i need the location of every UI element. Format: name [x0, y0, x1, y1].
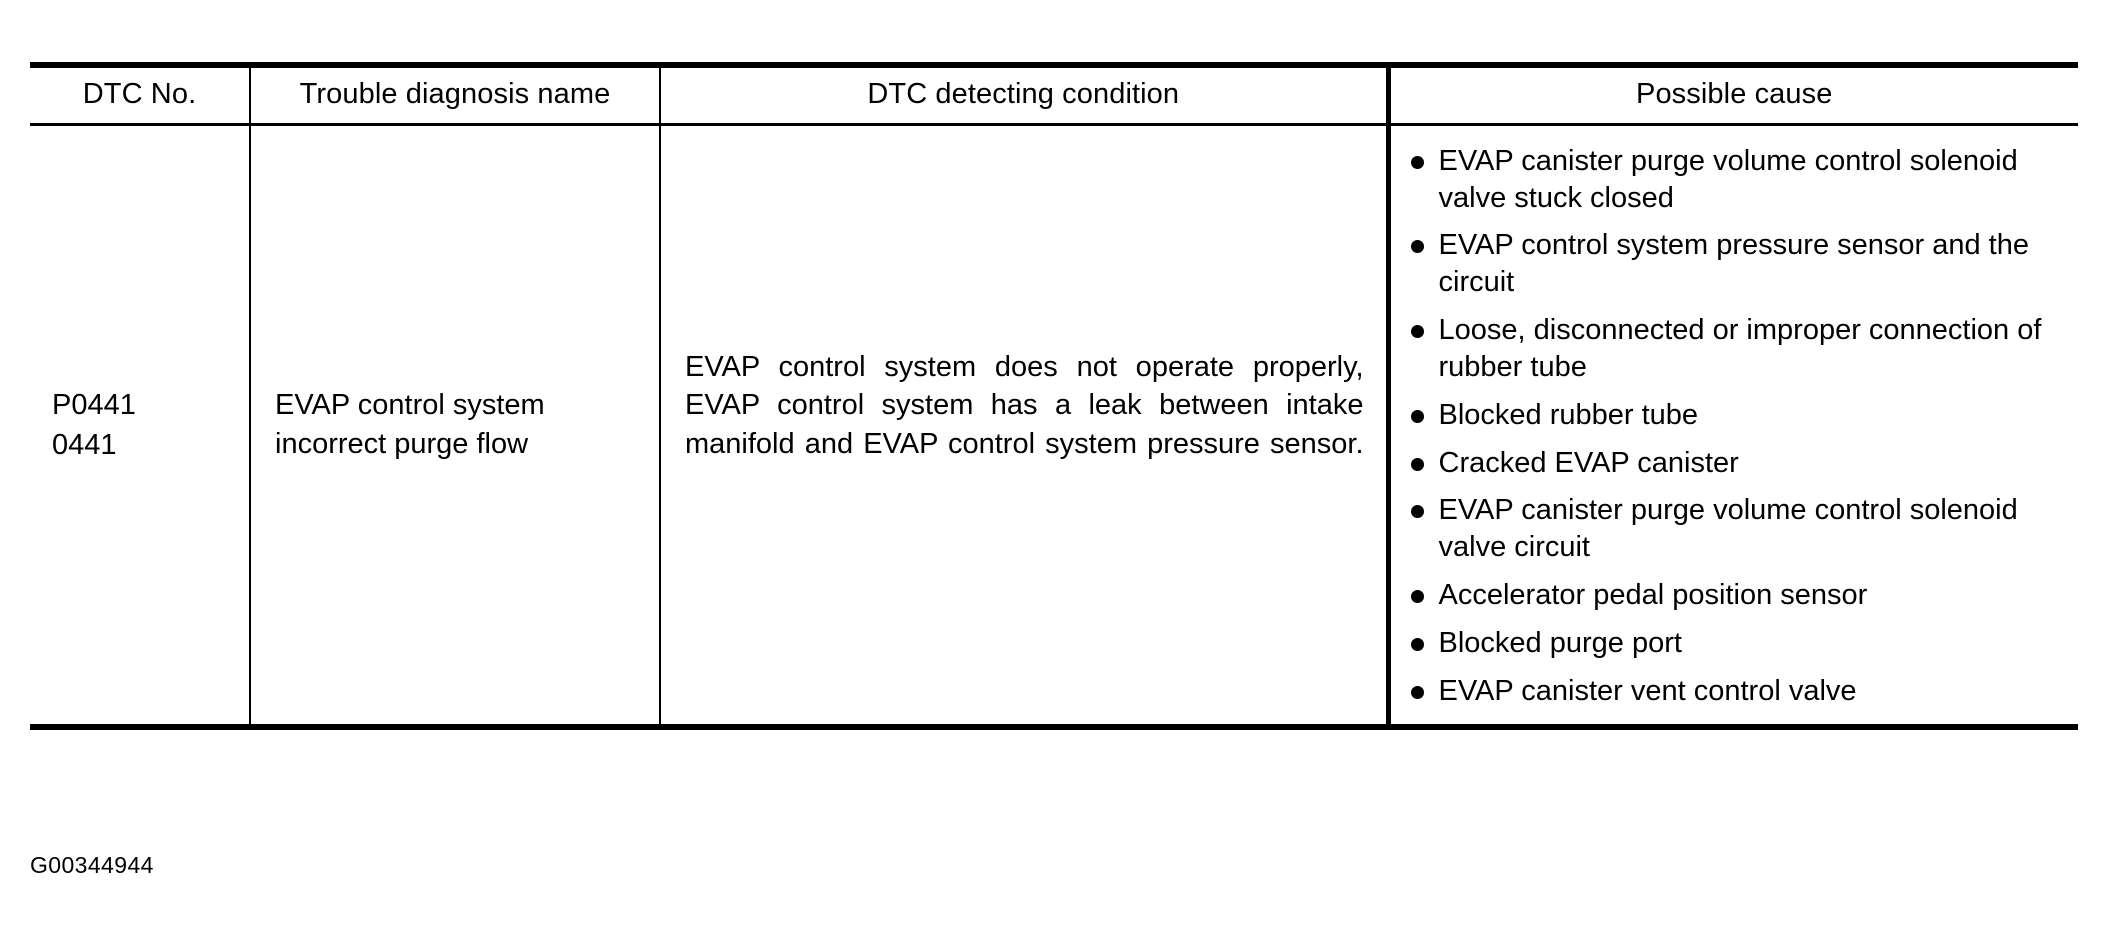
figure-caption: G00344944: [30, 852, 154, 878]
possible-cause-text: Blocked purge port: [1438, 626, 1682, 659]
possible-cause-text: Accelerator pedal position sensor: [1438, 579, 1868, 612]
possible-cause-text: Blocked rubber tube: [1438, 398, 1699, 431]
cell-dtc-no: P0441 0441: [30, 124, 250, 726]
cell-trouble-diagnosis-name: EVAP control system incorrect purge flow: [249, 124, 660, 727]
trouble-diagnosis-name-line-1: EVAP control system: [275, 388, 545, 421]
list-item: Loose, disconnected or improper connecti…: [1405, 312, 2069, 386]
dtc-code-primary: P0441: [52, 388, 136, 421]
list-item: Accelerator pedal position sensor: [1405, 577, 2069, 614]
table-row: P0441 0441 EVAP control system incorrect…: [30, 124, 2078, 727]
bullet-dot-icon: [1410, 590, 1424, 604]
possible-cause-text: Cracked EVAP canister: [1438, 446, 1739, 479]
bullet-dot-icon: [1410, 505, 1424, 519]
bullet-dot-icon: [1410, 155, 1424, 169]
column-header-dtc-detecting-condition: DTC detecting condition: [659, 65, 1388, 126]
possible-cause-list: EVAP canister purge volume control solen…: [1405, 143, 2069, 710]
list-item: Cracked EVAP canister: [1405, 445, 2069, 482]
possible-cause-text: EVAP canister purge volume control solen…: [1438, 494, 2018, 564]
list-item: Blocked rubber tube: [1405, 397, 2069, 434]
bullet-dot-icon: [1410, 325, 1424, 339]
dtc-code-secondary: 0441: [52, 428, 117, 461]
trouble-diagnosis-name-line-2: incorrect purge flow: [275, 427, 529, 460]
bullet-dot-icon: [1410, 457, 1424, 471]
cell-possible-cause: EVAP canister purge volume control solen…: [1385, 124, 2078, 727]
dtc-table-container: DTC No. Trouble diagnosis name DTC detec…: [30, 62, 2078, 730]
possible-cause-text: EVAP canister vent control valve: [1438, 674, 1857, 707]
cell-dtc-detecting-condition: EVAP control system does not operate pro…: [659, 124, 1388, 727]
table-header: DTC No. Trouble diagnosis name DTC detec…: [30, 65, 2078, 126]
list-item: EVAP canister purge volume control solen…: [1405, 143, 2069, 217]
dtc-detecting-condition-text: EVAP control system does not operate pro…: [685, 350, 1364, 460]
list-item: EVAP control system pressure sensor and …: [1405, 227, 2069, 301]
bullet-dot-icon: [1410, 637, 1424, 651]
table-body: P0441 0441 EVAP control system incorrect…: [30, 124, 2078, 727]
list-item: EVAP canister vent control valve: [1405, 673, 2069, 710]
bullet-dot-icon: [1410, 685, 1424, 699]
possible-cause-text: EVAP control system pressure sensor and …: [1438, 229, 2030, 299]
possible-cause-text: Loose, disconnected or improper connecti…: [1438, 314, 2042, 383]
bullet-dot-icon: [1410, 240, 1424, 254]
column-header-dtc-no: DTC No.: [30, 65, 250, 126]
column-header-possible-cause: Possible cause: [1385, 65, 2078, 126]
dtc-table: DTC No. Trouble diagnosis name DTC detec…: [30, 62, 2078, 730]
table-header-row: DTC No. Trouble diagnosis name DTC detec…: [30, 65, 2078, 126]
list-item: EVAP canister purge volume control solen…: [1405, 492, 2069, 566]
list-item: Blocked purge port: [1405, 625, 2069, 662]
bullet-dot-icon: [1410, 409, 1424, 423]
column-header-trouble-diagnosis-name: Trouble diagnosis name: [249, 65, 660, 126]
possible-cause-text: EVAP canister purge volume control solen…: [1438, 144, 2018, 214]
